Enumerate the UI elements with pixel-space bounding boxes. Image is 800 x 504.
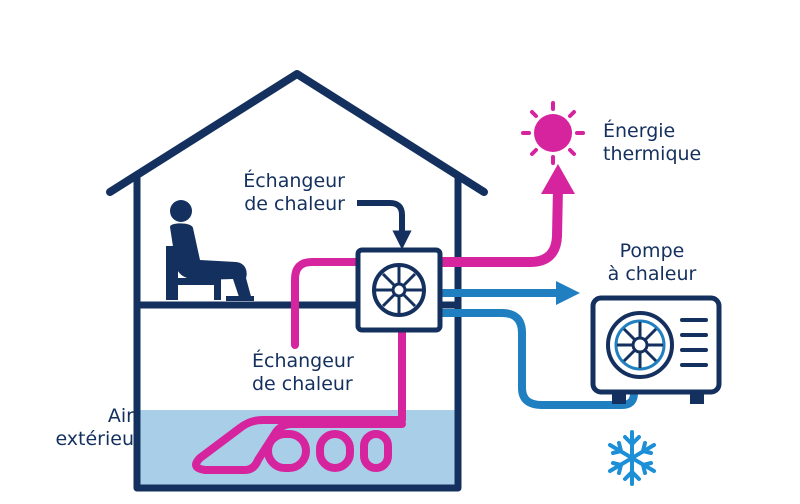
exchanger-top-label: Échangeur de chaleur (205, 170, 345, 216)
heat-pump-fan-icon (606, 311, 674, 379)
exchanger-top-label-line2: de chaleur (244, 193, 345, 215)
seated-person-icon (166, 200, 254, 301)
sun-icon (521, 101, 585, 165)
energy-arrowhead (541, 164, 575, 194)
energy-label-line2: thermique (603, 143, 702, 165)
exchanger-bottom-label-line1: Échangeur (252, 350, 354, 372)
snowflake-icon (608, 430, 656, 486)
house-roof (106, 70, 488, 196)
house-walls (133, 176, 462, 492)
energy-flow-line (437, 183, 563, 267)
heat-pump-label-line2: à chaleur (607, 263, 697, 285)
energy-label-line1: Énergie (603, 120, 676, 142)
energy-label: Énergie thermique (603, 120, 701, 166)
heat-loop-left (291, 258, 364, 349)
ground-coil (264, 430, 392, 472)
exchanger-bottom-label-line2: de chaleur (252, 373, 353, 395)
outside-air-label-line1: Air (107, 405, 134, 427)
outside-air-label-line2: extérieu (55, 428, 134, 450)
heat-loop-ground (192, 326, 406, 474)
heat-pump-return-line (440, 309, 638, 409)
heat-exchanger-box[interactable] (355, 247, 443, 333)
heat-pump-label-line1: Pompe (619, 240, 685, 262)
outside-air-label: Air extérieu (40, 405, 134, 451)
fan-icon (372, 263, 426, 317)
heat-pump-label: Pompe à chaleur (592, 240, 712, 286)
exchanger-top-label-line1: Échangeur (243, 170, 345, 192)
heat-pump-arrowhead (556, 281, 580, 305)
exchanger-bottom-label: Échangeur de chaleur (252, 350, 354, 396)
heat-pump-unit[interactable] (590, 295, 722, 404)
exchanger-pointer-arrow (357, 200, 412, 250)
heat-pump-grille (680, 318, 708, 367)
